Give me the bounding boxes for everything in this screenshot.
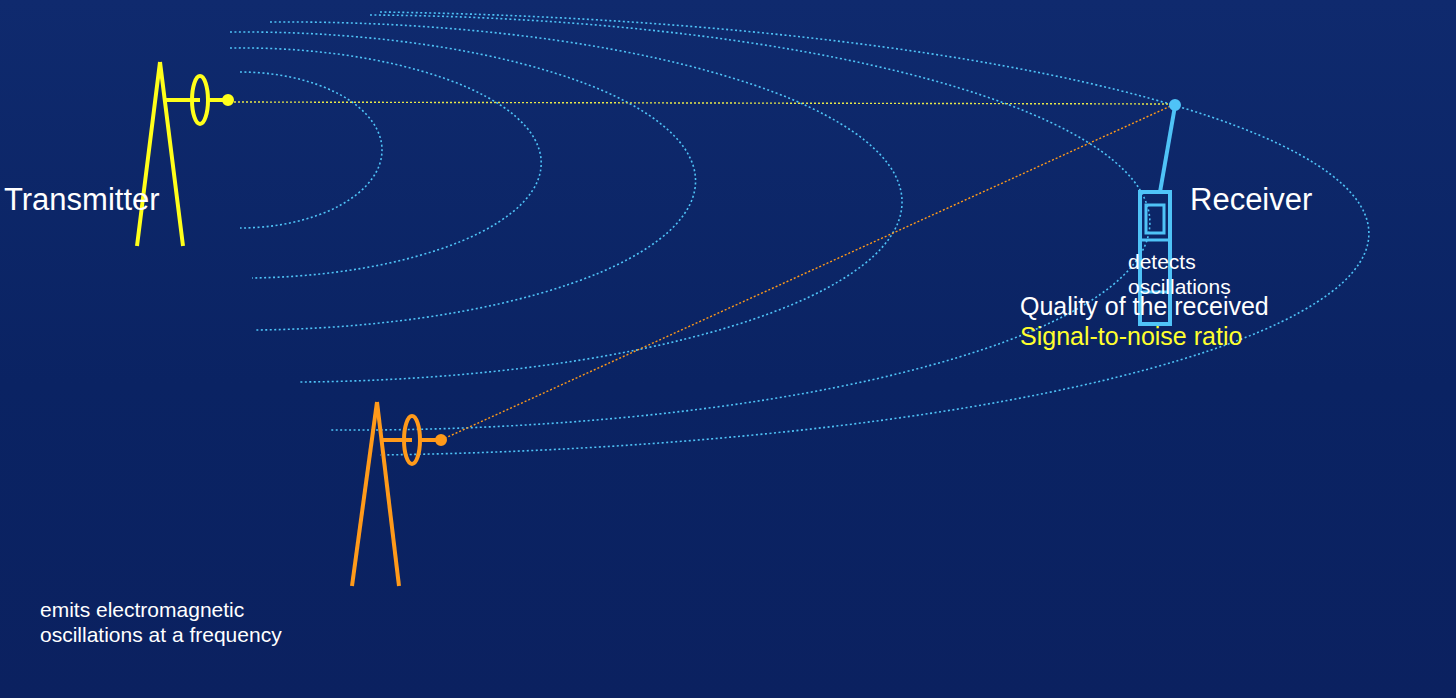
wave-front <box>230 48 541 278</box>
wave-front <box>240 72 382 228</box>
wave-fronts <box>230 12 1369 455</box>
snr-label: Signal-to-noise ratio <box>1020 322 1242 352</box>
receiver-label: Receiver <box>1190 182 1312 219</box>
transmitter-antenna <box>137 62 232 246</box>
wave-front <box>380 12 1369 455</box>
interfering-antenna <box>352 402 445 586</box>
wave-front <box>330 15 1150 430</box>
transmitter-label: Transmitter <box>4 182 160 219</box>
wave-front <box>230 32 696 330</box>
interference-path <box>441 104 1175 440</box>
direct-path <box>230 102 1175 104</box>
quality-note: Quality of the received <box>1020 292 1269 322</box>
wave-front <box>270 22 902 382</box>
transmitter-note: emits electromagnetic oscillations at a … <box>40 598 340 648</box>
